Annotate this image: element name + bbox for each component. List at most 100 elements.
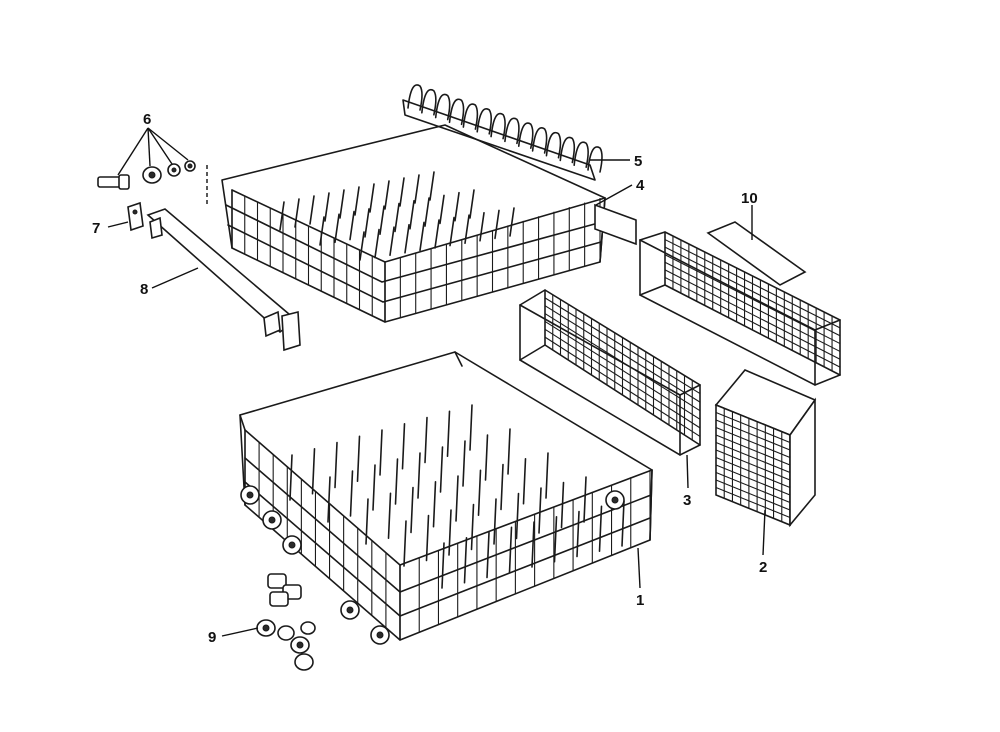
wire-segment xyxy=(394,458,399,505)
wire-segment xyxy=(327,476,331,523)
wire-segment xyxy=(372,464,376,511)
wheel-hub xyxy=(288,541,296,549)
rail xyxy=(146,208,301,352)
wire-segment xyxy=(379,205,385,235)
wire-segment xyxy=(470,503,475,551)
wire-segment xyxy=(389,226,395,256)
wire-segment xyxy=(374,228,380,259)
wire-segment xyxy=(324,192,330,222)
wire-segment xyxy=(598,505,603,553)
wire-segment xyxy=(477,469,482,517)
wire-segment xyxy=(414,174,420,204)
wire-segment xyxy=(484,434,489,481)
callout-2: 2 xyxy=(759,559,767,576)
wire-segment xyxy=(583,476,587,523)
shelf-hook xyxy=(504,117,520,145)
wire-segment xyxy=(469,404,473,451)
callout-3: 3 xyxy=(683,492,691,509)
wire-segment xyxy=(446,410,451,458)
wire-segment xyxy=(500,463,504,511)
wire-segment xyxy=(403,520,407,567)
wire-segment xyxy=(553,515,558,563)
shelf-hook xyxy=(545,131,562,159)
wire-segment xyxy=(449,216,455,247)
wire-segment xyxy=(429,171,435,201)
shelf-hook xyxy=(476,108,493,135)
shelf-hook xyxy=(573,141,589,169)
wire-segment xyxy=(379,429,383,476)
wire-segment xyxy=(334,441,338,489)
wheel-hub xyxy=(346,606,354,614)
wire-segment xyxy=(715,464,791,496)
wire-segment xyxy=(432,480,437,528)
shelf-hook xyxy=(587,146,603,173)
wire-segment xyxy=(439,446,444,493)
wire-segment xyxy=(508,526,513,574)
wire-segment xyxy=(479,212,485,242)
wire-segment xyxy=(715,471,791,504)
wire-segment xyxy=(309,195,315,225)
callout-9: 9 xyxy=(208,629,216,646)
callout-labels: 1 2 3 4 5 6 7 8 9 10 xyxy=(92,111,767,646)
wire-segment xyxy=(560,481,565,529)
wire-segment xyxy=(424,416,428,464)
wheel-hub xyxy=(376,631,384,639)
wheel-hub xyxy=(611,496,619,504)
wire-segment xyxy=(364,208,370,238)
wire-segment xyxy=(455,475,459,522)
wire-segment xyxy=(715,456,791,489)
callout-5: 5 xyxy=(634,153,642,170)
shelf-hook xyxy=(517,122,534,149)
wire-segment xyxy=(544,313,701,412)
wire-segment xyxy=(279,201,285,231)
wire-segment xyxy=(715,419,791,451)
callout-4: 4 xyxy=(636,177,645,194)
wire-segment xyxy=(334,213,340,244)
wire-segment xyxy=(409,200,415,230)
wire-segment xyxy=(544,305,701,403)
shelf-hook xyxy=(490,112,506,140)
wire-segment xyxy=(424,197,430,227)
silverware-basket xyxy=(519,289,701,456)
callout-10: 10 xyxy=(741,190,758,207)
wire-segment xyxy=(448,509,452,556)
wire-segment xyxy=(289,454,293,501)
wire-segment xyxy=(545,452,549,499)
wire-segment xyxy=(384,180,390,210)
shelf-hook xyxy=(462,103,479,130)
wire-segment xyxy=(715,449,791,481)
wire-segment xyxy=(399,177,405,207)
shelf-hook xyxy=(531,127,548,154)
wire-segment xyxy=(664,261,841,352)
wire-segment xyxy=(463,536,468,584)
wire-segment xyxy=(354,186,360,216)
wire-segment xyxy=(544,336,701,437)
upper-rack xyxy=(221,124,606,323)
wire-segment xyxy=(715,479,791,511)
wheel-hub xyxy=(268,516,276,524)
wire-segment xyxy=(410,486,414,534)
shelf-hook xyxy=(407,84,423,111)
wire-segment xyxy=(365,498,369,545)
wire-segment xyxy=(454,191,460,222)
wire-segment xyxy=(359,231,365,261)
wire-segment xyxy=(664,239,841,329)
wire-segment xyxy=(356,435,361,483)
cup-shelf xyxy=(402,84,603,181)
wire-segment xyxy=(349,470,354,517)
wire-segment xyxy=(715,441,791,474)
basket-lid xyxy=(706,221,807,286)
shelf-hook xyxy=(448,98,465,126)
wire-segment xyxy=(544,328,701,429)
wire-segment xyxy=(419,221,425,252)
wire-segment xyxy=(621,500,625,547)
wire-segment xyxy=(339,189,345,219)
shelf-hook xyxy=(434,93,451,121)
lower-rack xyxy=(239,351,653,645)
callout-8: 8 xyxy=(140,281,148,298)
small-basket xyxy=(714,369,817,528)
wire-segment xyxy=(522,457,527,505)
wire-segment xyxy=(394,202,400,233)
wire-segment xyxy=(494,209,500,240)
wire-segment xyxy=(576,510,580,558)
